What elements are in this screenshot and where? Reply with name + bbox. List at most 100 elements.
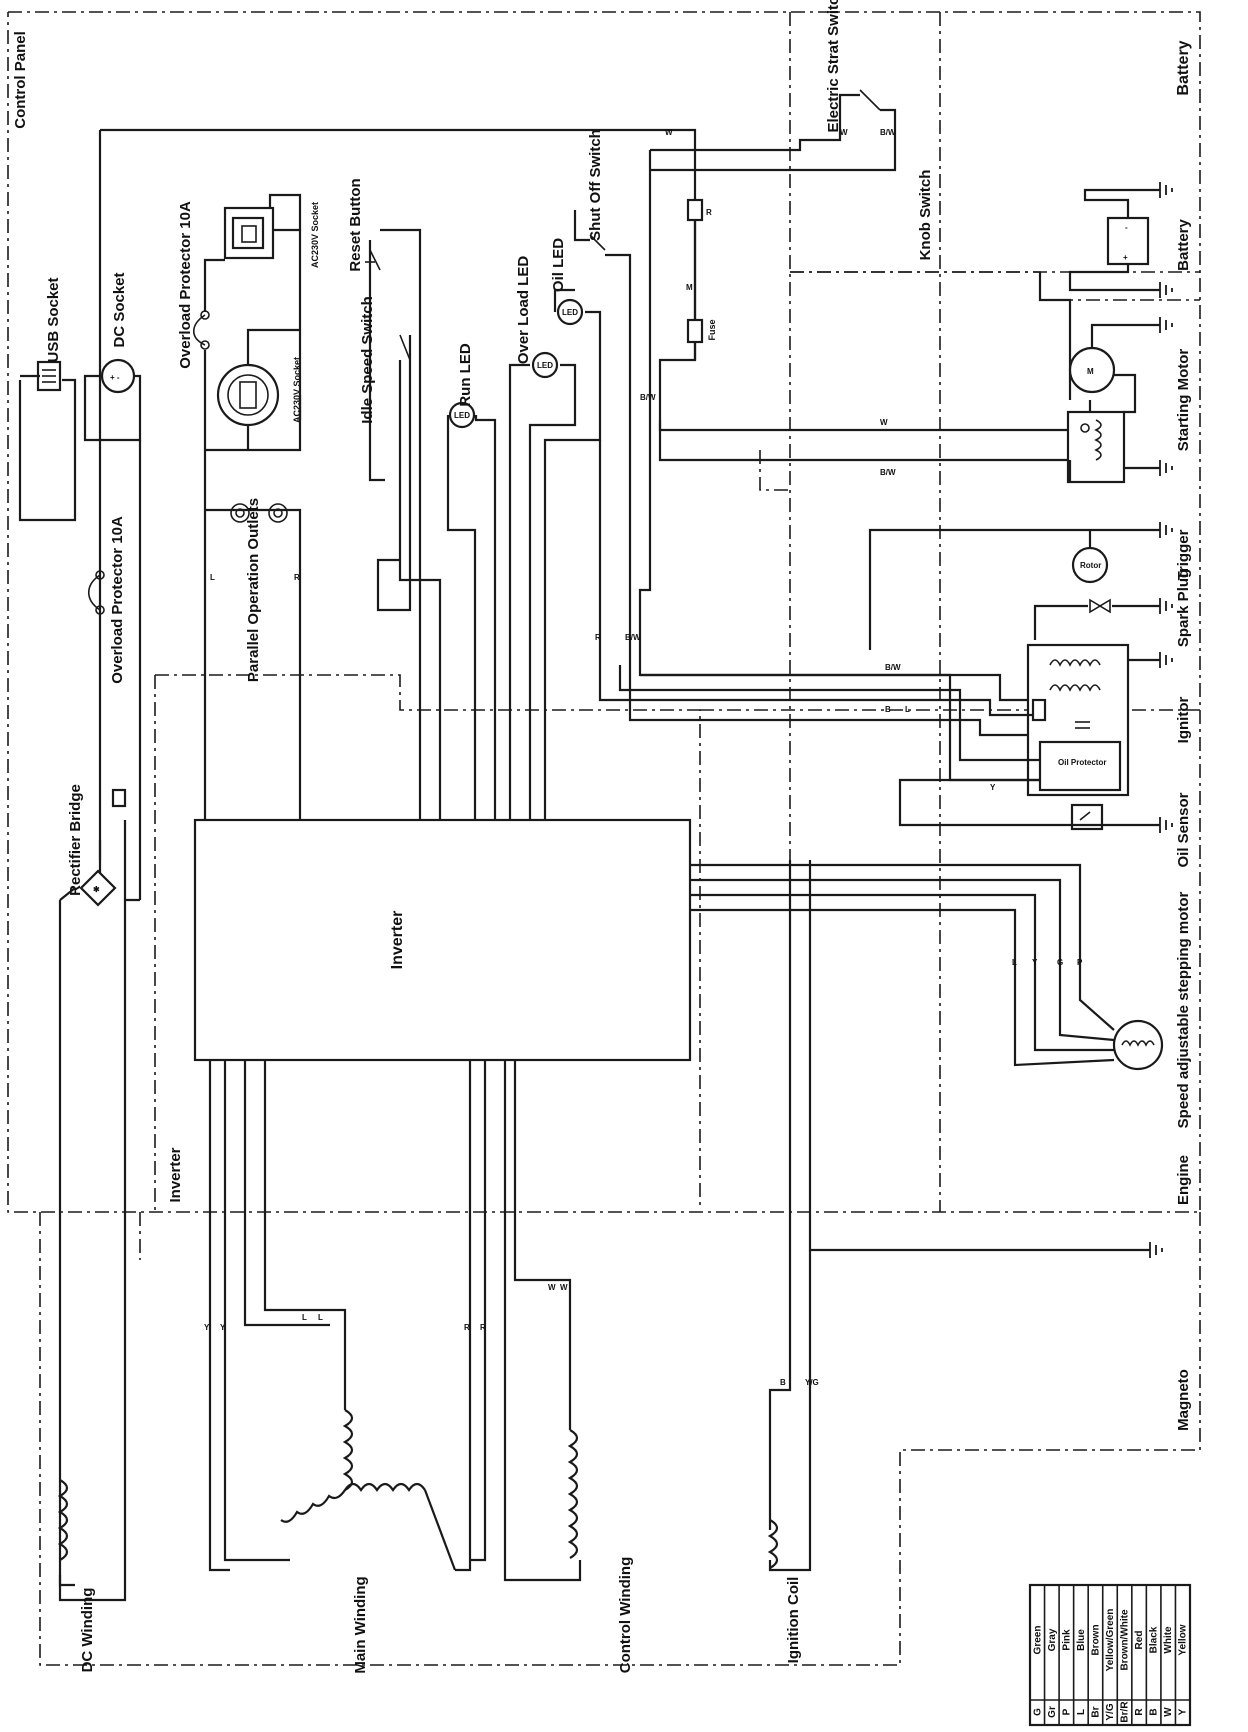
engine-region-label: Engine bbox=[1175, 1155, 1192, 1205]
wire-label-m: M bbox=[686, 283, 693, 292]
wire-label-l: L bbox=[210, 573, 215, 582]
legend-color-code: G bbox=[1032, 1708, 1043, 1716]
svg-text:✱: ✱ bbox=[93, 885, 100, 894]
legend-color-name: Brown/White bbox=[1120, 1609, 1131, 1671]
main-winding-coil-c bbox=[280, 1489, 346, 1523]
legend-color-name: Yellow bbox=[1178, 1624, 1189, 1655]
run-led-label: Run LED bbox=[457, 343, 474, 406]
electric-start-switch-label: Electric Strat Switch bbox=[825, 0, 842, 133]
socket-230v-bottom-label: AC230V Socket bbox=[292, 357, 302, 423]
overload-protector-dc bbox=[87, 570, 105, 615]
wire-label-b-ign-coil: B bbox=[780, 1378, 786, 1387]
wire-label-y-oil: Y bbox=[990, 783, 996, 792]
ignitor: Oil Protector bbox=[1026, 643, 1130, 797]
main-winding-coil-a bbox=[342, 1409, 354, 1491]
svg-text:LED: LED bbox=[562, 308, 578, 317]
wire-label-y-main1: Y bbox=[204, 1323, 210, 1332]
reset-button bbox=[365, 249, 381, 271]
oil-protector-label: Oil Protector bbox=[1058, 758, 1106, 767]
battery-label: Battery bbox=[1175, 218, 1192, 270]
legend-color-code: R bbox=[1134, 1708, 1145, 1716]
inverter-block-label: Inverter bbox=[389, 911, 406, 970]
magneto-region-label: Magneto bbox=[1175, 1369, 1192, 1431]
legend-color-code: B bbox=[1149, 1708, 1160, 1715]
overload-protector-ac-label: Overload Protector 10A bbox=[177, 201, 194, 369]
legend-color-name: Pink bbox=[1061, 1629, 1072, 1651]
wire-label-r-ign: R bbox=[595, 633, 601, 642]
wire-label-y-main2: Y bbox=[220, 1323, 226, 1332]
wire-label-bw-low: B/W bbox=[880, 468, 896, 477]
resistor bbox=[111, 788, 127, 808]
legend-color-code: Y bbox=[1178, 1708, 1189, 1715]
wire-label-yg-ign-coil: Y/G bbox=[805, 1378, 819, 1387]
over-load-led-label: Over Load LED bbox=[515, 256, 532, 365]
legend-color-name: Green bbox=[1032, 1626, 1043, 1655]
legend-color-name: Yellow/Green bbox=[1105, 1609, 1116, 1672]
parallel-outlets bbox=[230, 503, 288, 523]
wire-label-r-main1: R bbox=[464, 1323, 470, 1332]
electric-start-switch bbox=[859, 89, 881, 111]
knob-switch-label: Knob Switch bbox=[917, 170, 934, 261]
wire-label-r-fuse: R bbox=[706, 208, 712, 217]
svg-text:LED: LED bbox=[537, 361, 553, 370]
svg-text:LED: LED bbox=[454, 411, 470, 420]
legend-color-name: Blue bbox=[1076, 1629, 1087, 1651]
spark-plug-label: Spark Plug bbox=[1175, 569, 1192, 647]
socket-230v-bottom bbox=[216, 363, 280, 427]
wire-label-bw-ign2: B/W bbox=[625, 633, 641, 642]
legend-color-code: P bbox=[1061, 1708, 1072, 1715]
svg-text:+ -: + - bbox=[110, 373, 120, 382]
svg-text:-: - bbox=[1125, 223, 1128, 232]
shut-off-switch bbox=[589, 234, 606, 251]
legend-color-code: Br bbox=[1090, 1706, 1101, 1717]
wire-label-bw-mid: B/W bbox=[640, 393, 656, 402]
oil-led: LED bbox=[556, 298, 584, 326]
inverter-block bbox=[193, 818, 692, 1062]
svg-text:M: M bbox=[1087, 367, 1094, 376]
legend-color-name: Red bbox=[1134, 1631, 1145, 1650]
legend-color-name: Brown bbox=[1090, 1624, 1101, 1655]
wire-label-w-ctrl1: W bbox=[548, 1283, 556, 1292]
usb-socket bbox=[36, 360, 62, 392]
stepping-motor bbox=[1112, 1019, 1164, 1071]
fuse-label: Fuse bbox=[707, 319, 717, 340]
spark-plug bbox=[1089, 598, 1111, 614]
rectifier-bridge-label: Rectifier Bridge bbox=[67, 784, 84, 896]
oil-led-label: Oil LED bbox=[550, 238, 567, 292]
trigger-label: Trigger bbox=[1175, 529, 1192, 580]
main-winding-label: Main Winding bbox=[352, 1576, 369, 1673]
idle-speed-switch-label: Idle Speed Switch bbox=[359, 296, 376, 424]
shut-off-switch-label: Shut Off Switch bbox=[587, 129, 604, 241]
overload-protector-dc-label: Overload Protector 10A bbox=[109, 516, 126, 684]
ignition-coil bbox=[767, 1519, 779, 1569]
inverter-region-label: Inverter bbox=[167, 1147, 184, 1202]
idle-speed-switch bbox=[399, 334, 411, 361]
parallel-outlets-label: Parallel Operation Outlets bbox=[245, 498, 262, 682]
battery: - + bbox=[1106, 216, 1150, 266]
trigger-rotor: Rotor bbox=[1071, 546, 1109, 584]
legend-color-code: Br/R bbox=[1120, 1701, 1131, 1723]
legend-color-name: White bbox=[1163, 1626, 1174, 1654]
wire-label-l-main2: L bbox=[318, 1313, 323, 1322]
wire-label-b-ign: B bbox=[885, 705, 891, 714]
wire-label-w-ctrl2: W bbox=[560, 1283, 568, 1292]
starting-motor: M bbox=[1066, 346, 1126, 484]
control-winding-coil bbox=[567, 1429, 579, 1559]
wire-label-w-top: W bbox=[665, 128, 673, 137]
socket-230v-top-label: AC230V Socket bbox=[310, 202, 320, 268]
control-panel-label: Control Panel bbox=[12, 31, 29, 129]
rotor-label: Rotor bbox=[1080, 561, 1101, 570]
usb-socket-label: USB Socket bbox=[45, 277, 62, 362]
wire-label-p-step: P bbox=[1077, 958, 1083, 967]
wire-label-w-mid: W bbox=[880, 418, 888, 427]
run-led: LED bbox=[448, 401, 476, 429]
legend-color-name: Gray bbox=[1047, 1628, 1058, 1651]
legend-color-code: Gr bbox=[1047, 1706, 1058, 1718]
wire-label-l-step: L bbox=[1012, 958, 1017, 967]
dc-winding-label: DC Winding bbox=[79, 1588, 96, 1673]
dc-socket: + - bbox=[100, 358, 136, 394]
wire-label-y-step: Y bbox=[1032, 958, 1038, 967]
control-winding-label: Control Winding bbox=[617, 1557, 634, 1674]
overload-protector-ac bbox=[192, 310, 210, 350]
